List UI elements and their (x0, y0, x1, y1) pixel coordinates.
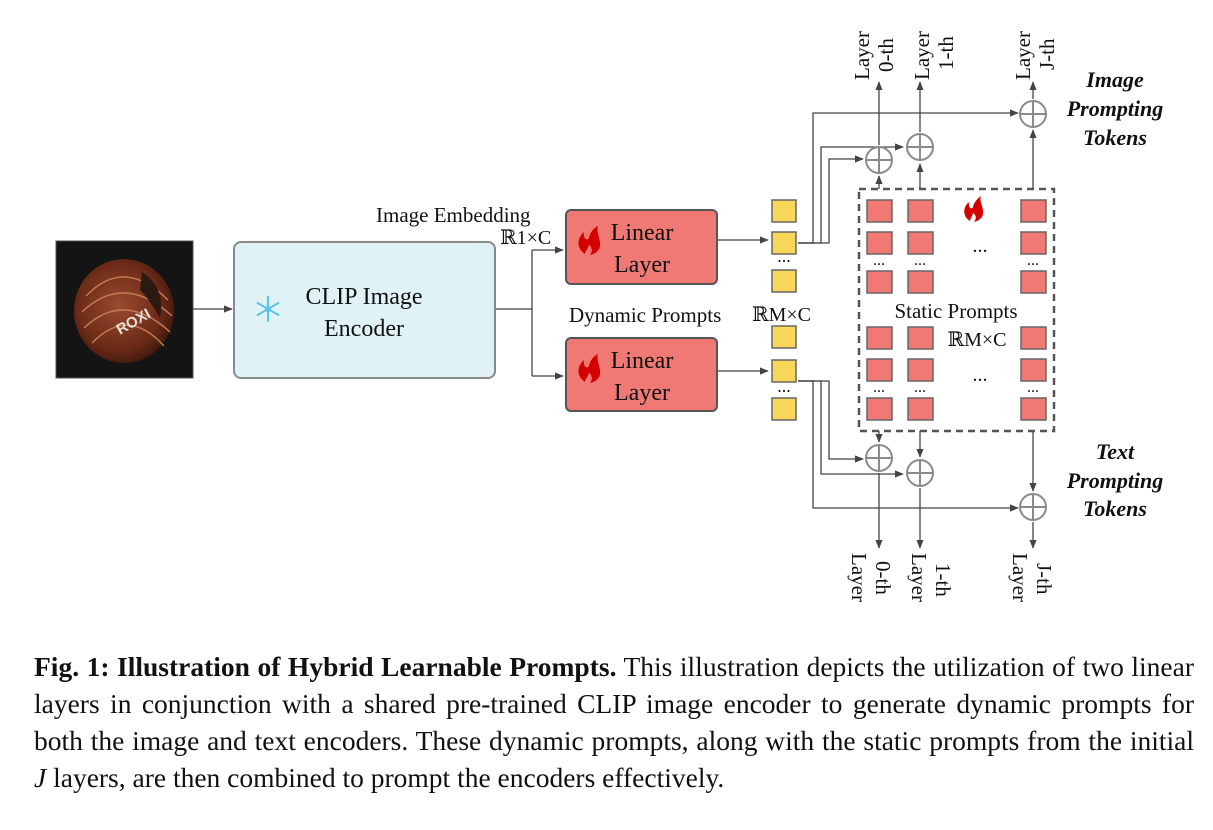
linear-bottom-line1: Linear (611, 348, 674, 374)
top-layer-1-n: 1-th (934, 36, 958, 70)
clip-encoder-line2: Encoder (324, 316, 404, 342)
image-tokens-line3: Tokens (1083, 125, 1147, 150)
static-prompts-grid (866, 199, 1047, 421)
flame-icon (578, 354, 601, 383)
text-tokens-line3: Tokens (1083, 496, 1147, 521)
text-tokens-line1: Text (1096, 439, 1135, 464)
top-layer-j-n: J-th (1035, 38, 1059, 70)
linear-bottom-line2: Layer (614, 380, 670, 406)
bottom-layer-j-n: J-th (1032, 563, 1056, 595)
plus-circle-icon (865, 444, 893, 472)
linear-layer-top: Linear Layer (565, 209, 718, 285)
ellipsis: ... (973, 235, 988, 257)
ellipsis: ... (1027, 252, 1039, 269)
input-image: ROXI (55, 240, 194, 379)
text-tokens-line2: Prompting (1066, 468, 1164, 493)
flame-icon (964, 196, 984, 222)
top-layer-0-word: Layer (850, 31, 874, 80)
image-tokens-line2: Prompting (1066, 96, 1164, 121)
hybrid-prompts-diagram: ROXI (55, 31, 1164, 602)
caption-var: J (34, 762, 47, 793)
ellipsis: ... (973, 364, 988, 386)
ellipsis: ... (914, 379, 926, 396)
plus-circle-icon (906, 459, 934, 487)
static-prompts-label: Static Prompts (894, 299, 1017, 323)
top-layer-0-n: 0-th (874, 38, 898, 72)
image-embedding-label: Image Embedding (376, 203, 531, 227)
ellipsis: ... (873, 379, 885, 396)
linear-top-line2: Layer (614, 252, 670, 278)
top-layer-j-word: Layer (1011, 31, 1035, 80)
snowflake-icon (256, 296, 280, 322)
caption-heading: Fig. 1: Illustration of Hybrid Learnable… (34, 651, 617, 682)
text-dynamic-prompts (771, 325, 797, 421)
top-layer-1-word: Layer (910, 31, 934, 80)
dynamic-prompts-dim: ℝM×C (752, 304, 811, 326)
figure-caption: Fig. 1: Illustration of Hybrid Learnable… (34, 648, 1194, 796)
bottom-layer-1-word: Layer (907, 553, 931, 602)
clip-image-encoder: CLIP Image Encoder (233, 241, 496, 379)
plus-circle-icon (865, 146, 893, 174)
dynamic-prompts-label: Dynamic Prompts (569, 303, 721, 327)
image-tokens-line1: Image (1085, 67, 1144, 92)
linear-layer-bottom: Linear Layer (565, 337, 718, 412)
ellipsis: ... (1027, 379, 1039, 396)
bottom-layer-0-n: 0-th (871, 561, 895, 595)
clip-encoder-line1: CLIP Image (305, 284, 422, 310)
plus-circle-icon (1019, 493, 1047, 521)
static-prompts-dim: ℝM×C (947, 329, 1006, 351)
image-embedding-dim: ℝ1×C (500, 227, 551, 249)
plus-circle-icon (1019, 100, 1047, 128)
static-prompts-box (857, 187, 1056, 433)
linear-top-line1: Linear (611, 220, 674, 246)
bottom-layer-j-word: Layer (1008, 553, 1032, 602)
image-dynamic-prompts (771, 199, 797, 293)
connections (193, 81, 1037, 549)
caption-body-1: This illustration depicts the utilizatio… (34, 651, 1194, 756)
plus-circle-icon (906, 133, 934, 161)
ellipsis: ... (914, 252, 926, 269)
ellipsis: ... (777, 376, 791, 396)
bottom-layer-0-word: Layer (847, 553, 871, 602)
bottom-layer-1-n: 1-th (931, 563, 955, 597)
ellipsis: ... (777, 246, 791, 266)
caption-body-2: layers, are then combined to prompt the … (53, 762, 725, 793)
flame-icon (578, 226, 601, 255)
ellipsis: ... (873, 252, 885, 269)
